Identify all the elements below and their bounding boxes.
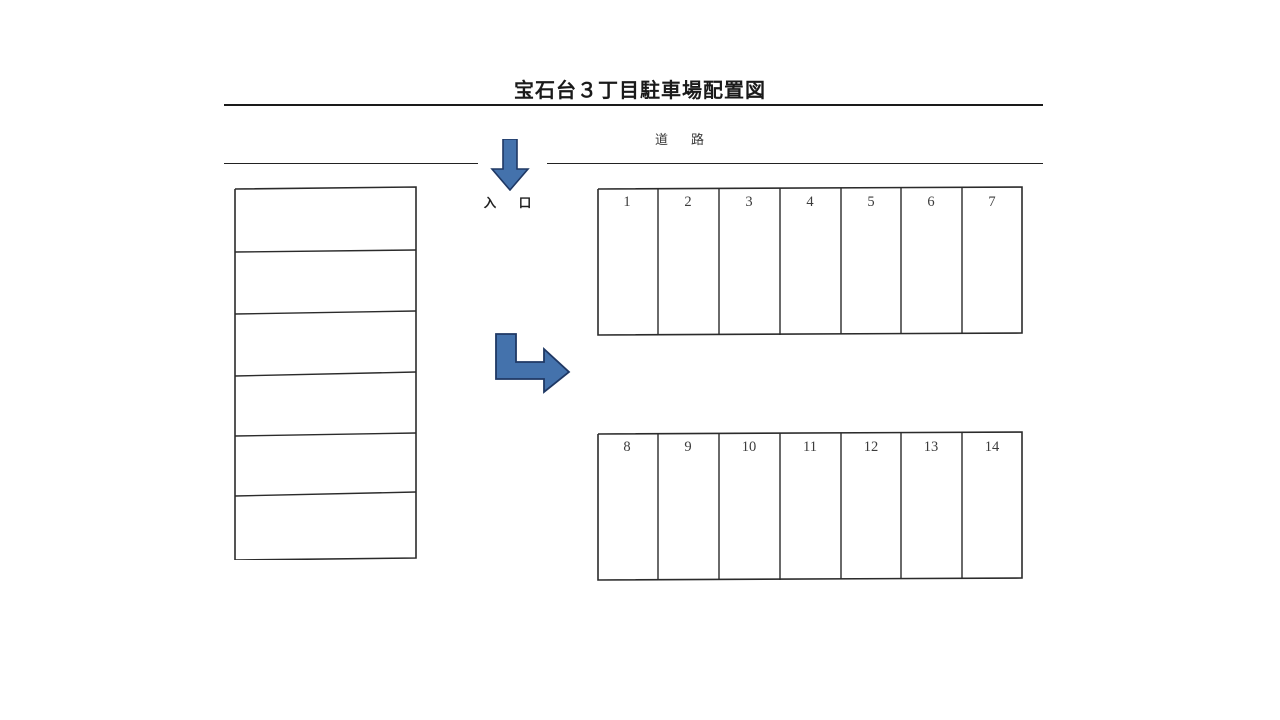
stall-number: 1 [623,194,631,210]
road-line-right [547,163,1043,164]
road-line-left [224,163,478,164]
stall-number: 14 [984,439,1000,455]
stall-number: 9 [684,439,692,455]
building-block [234,186,417,560]
stall-number: 7 [988,194,996,210]
stall-number: 8 [623,439,631,455]
page-title: 宝石台３丁目駐車場配置図 [514,80,766,102]
stall-number: 6 [927,194,935,210]
stall-number: 11 [803,439,817,455]
parking-row-top: 1 2 3 4 5 6 7 [597,186,1023,336]
road-label: 道 路 [654,132,709,147]
arrow-bent-down-right-icon [494,332,572,394]
stall-number: 12 [863,439,879,455]
stall-number: 10 [741,439,757,455]
parking-row-bottom: 8 9 10 11 12 13 14 [597,431,1023,581]
stall-number: 5 [867,194,875,210]
title-underline-rule [224,104,1043,106]
arrow-down-icon [488,138,532,192]
stall-number: 2 [684,194,692,210]
stall-number: 4 [806,194,814,210]
entrance-label: 入 口 [483,196,537,210]
stall-number: 3 [745,194,753,210]
stall-number: 13 [923,439,939,455]
